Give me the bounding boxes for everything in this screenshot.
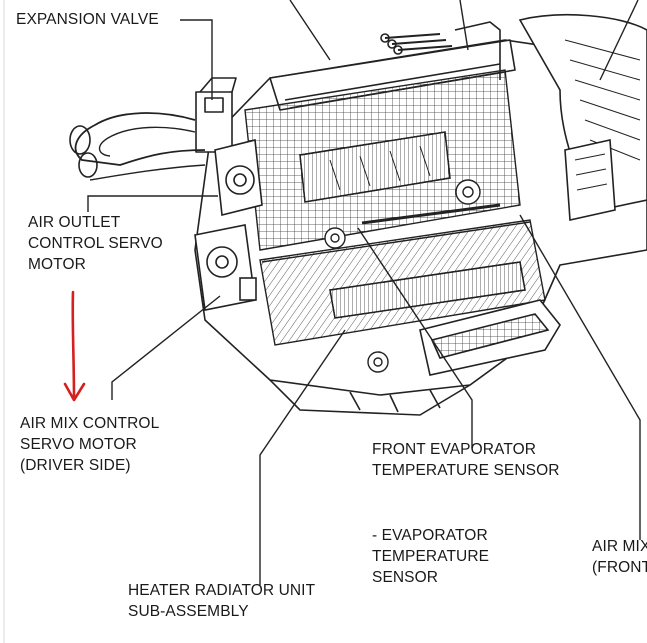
leader-lines [87,0,641,585]
red-annotation-arrow [63,290,86,402]
label-air-mix-driver: AIR MIX CONTROL SERVO MOTOR (DRIVER SIDE… [20,415,160,474]
blower-housing [518,14,647,221]
label-front-evap-sensor: FRONT EVAPORATOR TEMPERATURE SENSOR [372,441,560,479]
label-heater-radiator: HEATER RADIATOR UNIT SUB-ASSEMBLY [128,582,316,620]
servo-motors [194,139,263,311]
label-evap-sensor: - EVAPORATOR TEMPERATURE SENSOR [372,527,490,586]
label-expansion-valve: EXPANSION VALVE [16,11,159,28]
lower-duct [269,299,561,416]
label-air-mix-front: AIR MIX (FRONT [592,538,647,576]
heater-core [259,219,546,346]
label-air-outlet-servo: AIR OUTLET CONTROL SERVO MOTOR [28,214,163,273]
gears [324,179,501,373]
